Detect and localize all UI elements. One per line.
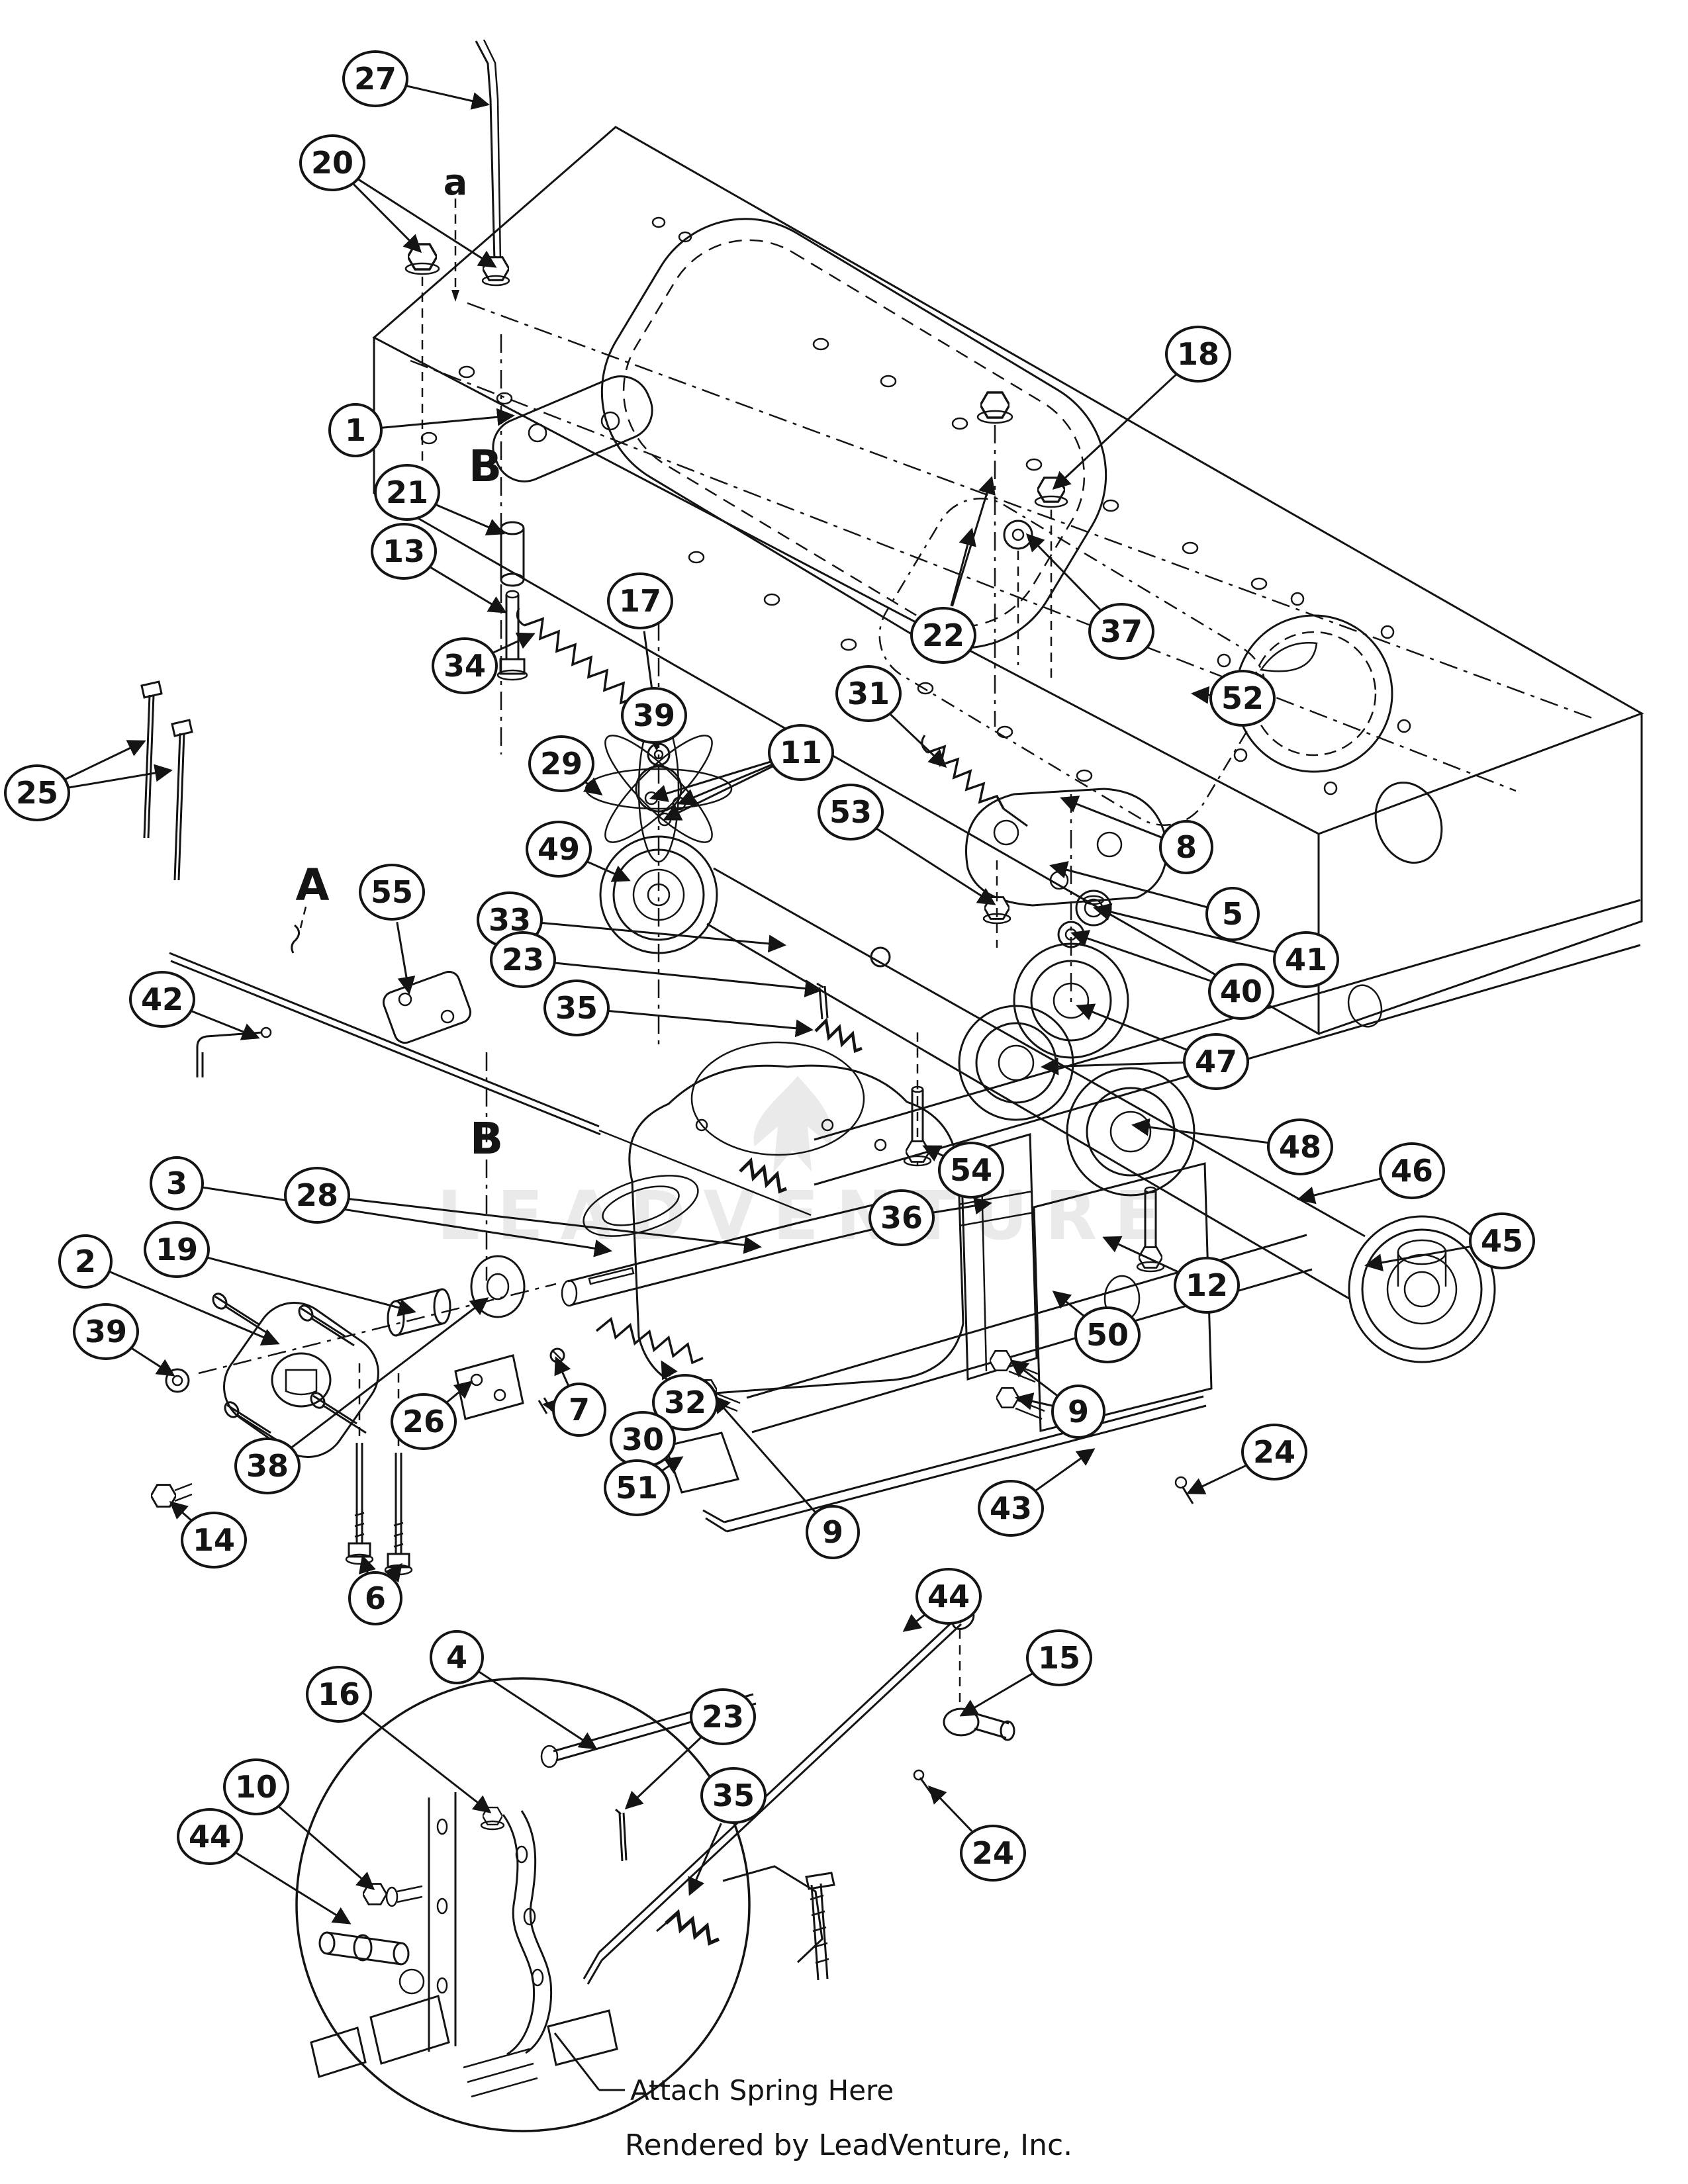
callout-26[interactable]: 26 xyxy=(391,1393,457,1450)
callout-25[interactable]: 25 xyxy=(4,764,70,821)
callout-31[interactable]: 31 xyxy=(835,665,902,722)
callout-43[interactable]: 43 xyxy=(978,1480,1044,1537)
callout-29[interactable]: 29 xyxy=(528,735,594,792)
callout-40[interactable]: 40 xyxy=(1208,963,1274,1020)
callout-17[interactable]: 17 xyxy=(607,572,673,629)
callout-16[interactable]: 16 xyxy=(306,1666,372,1723)
callout-8[interactable]: 8 xyxy=(1159,820,1213,874)
callout-21[interactable]: 21 xyxy=(374,464,440,521)
callout-39-2[interactable]: 39 xyxy=(73,1303,139,1360)
callout-53[interactable]: 53 xyxy=(818,784,884,841)
callout-9[interactable]: 9 xyxy=(1051,1385,1105,1439)
callout-14[interactable]: 14 xyxy=(181,1512,247,1569)
callout-34[interactable]: 34 xyxy=(432,637,498,694)
callout-38[interactable]: 38 xyxy=(234,1437,301,1494)
callout-46[interactable]: 46 xyxy=(1379,1142,1445,1199)
callout-2[interactable]: 2 xyxy=(58,1234,113,1289)
callout-3[interactable]: 3 xyxy=(150,1156,204,1210)
callout-11[interactable]: 11 xyxy=(768,724,834,781)
callout-36[interactable]: 36 xyxy=(868,1189,935,1246)
callout-22[interactable]: 22 xyxy=(910,607,976,664)
callout-12[interactable]: 12 xyxy=(1174,1257,1240,1314)
front-hanger-hardware xyxy=(404,39,653,754)
callout-10[interactable]: 10 xyxy=(223,1758,289,1815)
callout-5[interactable]: 5 xyxy=(1205,887,1260,941)
callout-1[interactable]: 1 xyxy=(328,403,383,457)
callout-27[interactable]: 27 xyxy=(342,50,408,107)
callout-23-2[interactable]: 23 xyxy=(690,1688,756,1745)
datum-label-B-3: B xyxy=(469,1113,504,1164)
callout-6[interactable]: 6 xyxy=(348,1571,402,1625)
leadventure-flame-icon xyxy=(753,1076,832,1173)
callout-9-2[interactable]: 9 xyxy=(806,1505,860,1559)
callout-23[interactable]: 23 xyxy=(490,931,556,988)
callout-15[interactable]: 15 xyxy=(1026,1629,1092,1686)
callout-42[interactable]: 42 xyxy=(129,971,195,1028)
callout-44[interactable]: 44 xyxy=(915,1568,982,1625)
callout-41[interactable]: 41 xyxy=(1273,931,1339,988)
callout-28[interactable]: 28 xyxy=(284,1167,350,1224)
callout-52[interactable]: 52 xyxy=(1209,670,1276,727)
callout-55[interactable]: 55 xyxy=(359,864,425,921)
callout-35[interactable]: 35 xyxy=(543,979,610,1036)
idler-bracket-hardware xyxy=(921,392,1168,1006)
callout-54[interactable]: 54 xyxy=(938,1142,1004,1199)
callout-39[interactable]: 39 xyxy=(621,687,687,744)
callout-44-2[interactable]: 44 xyxy=(177,1808,243,1865)
callout-20[interactable]: 20 xyxy=(299,134,365,191)
callout-19[interactable]: 19 xyxy=(144,1221,210,1278)
rendered-by-credit: Rendered by LeadVenture, Inc. xyxy=(624,2128,1073,2162)
callout-18[interactable]: 18 xyxy=(1165,326,1231,383)
callout-45[interactable]: 45 xyxy=(1469,1212,1535,1269)
callout-4[interactable]: 4 xyxy=(430,1630,484,1684)
callout-51[interactable]: 51 xyxy=(604,1459,670,1516)
frame-outline xyxy=(372,126,1644,1036)
callout-35-2[interactable]: 35 xyxy=(700,1767,767,1824)
callout-50[interactable]: 50 xyxy=(1074,1306,1141,1363)
datum-label-B-2: B xyxy=(468,441,502,492)
callout-37[interactable]: 37 xyxy=(1088,603,1154,660)
callout-7[interactable]: 7 xyxy=(552,1383,606,1437)
inset-detail-view xyxy=(295,1677,835,2132)
datum-label-a-4: a xyxy=(443,161,468,203)
attach-spring-note: Attach Spring Here xyxy=(630,2074,894,2107)
callout-24-2[interactable]: 24 xyxy=(960,1825,1026,1882)
callout-13[interactable]: 13 xyxy=(371,523,437,580)
callout-49[interactable]: 49 xyxy=(526,821,592,878)
callout-47[interactable]: 47 xyxy=(1183,1033,1249,1090)
datum-label-A-1: A xyxy=(295,860,330,911)
callout-48[interactable]: 48 xyxy=(1267,1118,1333,1175)
callout-24[interactable]: 24 xyxy=(1241,1424,1307,1480)
